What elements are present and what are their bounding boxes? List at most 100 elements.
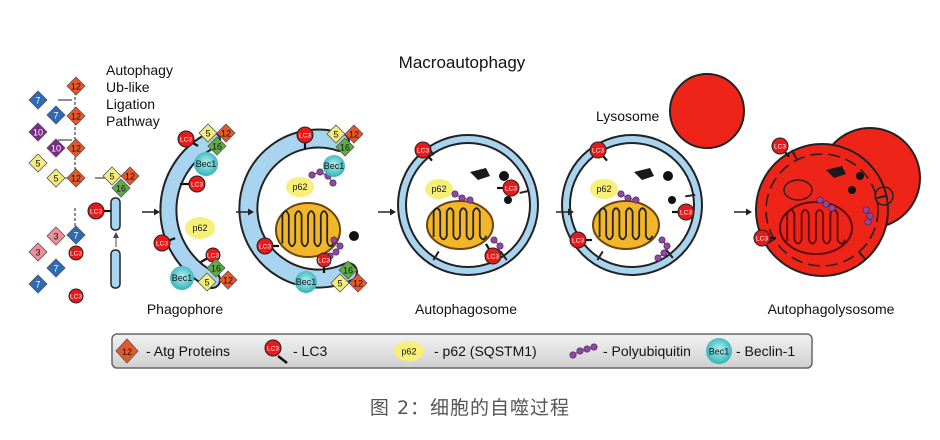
- p62-ellipse: [425, 179, 453, 199]
- lc3-protein: LC3: [771, 137, 790, 158]
- atg7-diamond: [46, 258, 66, 278]
- atg12-diamond: [120, 166, 140, 186]
- lc3-text: LC3: [680, 209, 692, 216]
- legend-bec1-text: - Beclin-1: [736, 343, 795, 359]
- mitochondrion-cristae: [598, 207, 654, 241]
- beclin-1-text: Bec1: [172, 273, 193, 283]
- atg12-protein: 12: [66, 168, 86, 188]
- legend-bec1-circle: [706, 338, 732, 364]
- lc3-circle: [589, 141, 607, 159]
- p62-protein: p62: [286, 177, 314, 197]
- atg7-protein: 7: [28, 274, 48, 294]
- pathway-label-line-1: Autophagy: [106, 62, 173, 78]
- ubiquitin-bead: [490, 236, 498, 244]
- membrane-tick: [665, 249, 674, 259]
- atg12-diamond: [66, 106, 86, 126]
- autophagolysosome-label: Autophagolysosome: [768, 301, 895, 317]
- atg10-number: 10: [51, 144, 61, 154]
- ubiquitin-bead: [451, 190, 459, 198]
- ubiquitin-bead: [816, 196, 824, 204]
- mitochondrion: [426, 200, 494, 250]
- lc3-text: LC3: [505, 185, 517, 192]
- lc3-protein: LC3: [484, 243, 502, 265]
- p62-ellipse: [185, 217, 215, 239]
- lc3-text: LC3: [417, 147, 429, 154]
- atg3-protein: 3: [28, 242, 48, 262]
- atg12-diamond: [344, 124, 364, 144]
- membrane-tick: [432, 250, 440, 261]
- lc3-protein: LC3: [180, 175, 206, 193]
- lc3-circle: [316, 252, 332, 268]
- stage-arrow-head: [746, 208, 752, 216]
- atg12-number: 12: [223, 276, 233, 286]
- legend-p62-icon: p62: [394, 341, 424, 361]
- lc3-text: LC3: [592, 147, 604, 154]
- ubiquitin-bead: [583, 345, 591, 353]
- p62-protein: p62: [185, 217, 215, 239]
- polyubiquitin-chain: [326, 236, 344, 260]
- atg12-diamond: [216, 123, 236, 143]
- cargo-fragment: [634, 168, 654, 180]
- ubiquitin-bead: [864, 218, 872, 226]
- beclin-1-protein: Bec1: [295, 271, 317, 293]
- atg12-protein: 12: [216, 123, 236, 143]
- legend-lc3-circle: [264, 339, 282, 357]
- atg5-diamond: [102, 166, 122, 186]
- beclin-1-circle: [170, 266, 194, 290]
- lc3-circle: [68, 245, 84, 261]
- atg5-number: 5: [337, 279, 342, 289]
- cargo-particle: [856, 172, 864, 180]
- legend-box: [111, 333, 813, 369]
- atg10-number: 10: [33, 128, 43, 138]
- atg12-protein: 12: [348, 273, 368, 293]
- atg7-number: 7: [73, 231, 78, 241]
- atg16-protein: 16: [206, 258, 226, 278]
- atg12-number: 12: [353, 279, 363, 289]
- atg12-protein: 12: [218, 270, 238, 290]
- lc3-text: LC3: [572, 237, 584, 244]
- atg5-number: 5: [53, 174, 58, 184]
- ubiquitin-bead: [590, 343, 598, 351]
- atg10-protein: 10: [46, 138, 66, 158]
- ubiquitin-bead: [576, 347, 584, 355]
- atg16-number: 16: [340, 143, 350, 153]
- atg12-protein: 12: [344, 124, 364, 144]
- p62-ellipse: [590, 179, 618, 199]
- p62-protein: p62: [590, 179, 618, 199]
- lysosome: [669, 73, 745, 149]
- ubiquitin-bead: [308, 171, 316, 179]
- beclin-1-circle: [194, 152, 218, 176]
- atg3-diamond: [46, 226, 66, 246]
- atg7-number: 7: [53, 111, 58, 121]
- polyubiquitin-chain: [654, 236, 671, 262]
- beclin-1-text: Bec1: [296, 277, 317, 287]
- atg16-diamond: [338, 260, 358, 280]
- atg16-number: 16: [211, 264, 221, 274]
- atg16-number: 16: [212, 142, 222, 152]
- membrane-tick: [685, 193, 696, 198]
- lc3-circle: [188, 175, 206, 193]
- atg7-number: 7: [35, 280, 40, 290]
- ubiquitin-bead: [632, 196, 640, 204]
- atg12-diamond: [66, 76, 86, 96]
- mitochondrion: [592, 200, 660, 250]
- atg7-diamond: [46, 105, 66, 125]
- atg12-number: 12: [221, 129, 231, 139]
- pathway-label-line-4: Pathway: [106, 113, 160, 129]
- beclin-1-circle: [295, 271, 317, 293]
- atg12-number: 12: [71, 82, 81, 92]
- ubiquitin-bead: [663, 242, 671, 250]
- p62-protein: p62: [425, 179, 453, 199]
- beclin-1-protein: Bec1: [194, 152, 218, 176]
- ubiquitin-bead: [658, 236, 666, 244]
- beclin-1-text: Bec1: [324, 161, 345, 171]
- atg12-diamond: [348, 273, 368, 293]
- lc3-text: LC3: [90, 208, 102, 215]
- ubiquitin-bead: [329, 179, 337, 187]
- ubiquitin-bead: [336, 242, 344, 250]
- atg5-protein: 5: [326, 124, 346, 144]
